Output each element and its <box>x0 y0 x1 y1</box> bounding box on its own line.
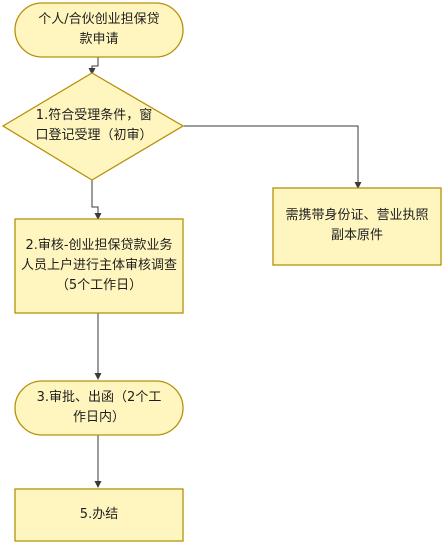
arrowhead-finish <box>94 481 102 488</box>
finish-node-label: 5.办结 <box>79 507 119 522</box>
connector-decision-to-docs <box>183 125 359 183</box>
docs-node-shape <box>272 187 442 266</box>
approve-node-shape <box>14 380 184 436</box>
review-node-shape <box>14 218 184 314</box>
decision-node-shape <box>1 72 185 181</box>
connector-decision-to-review <box>91 180 99 214</box>
finish-node-shape <box>14 488 184 542</box>
start-node-shape <box>14 2 184 58</box>
start-node-label: 个人/合伙创业担保贷款申请 <box>38 12 160 47</box>
approve-node-label: 3.审批、出函（2个工作日内） <box>36 390 162 425</box>
decision-node-label: 1.符合受理条件，窗口登记受理（初审） <box>35 108 153 143</box>
arrowhead-review <box>94 213 102 220</box>
arrowhead-decision <box>88 68 96 75</box>
docs-node-label: 需携带身份证、营业执照副本原件 <box>285 208 429 243</box>
arrowhead-approve <box>94 373 102 380</box>
review-node-label: 2.审核-创业担保贷款业务人员上户进行主体审核调查（5个工作日） <box>21 238 178 293</box>
arrowhead-docs <box>354 182 362 189</box>
